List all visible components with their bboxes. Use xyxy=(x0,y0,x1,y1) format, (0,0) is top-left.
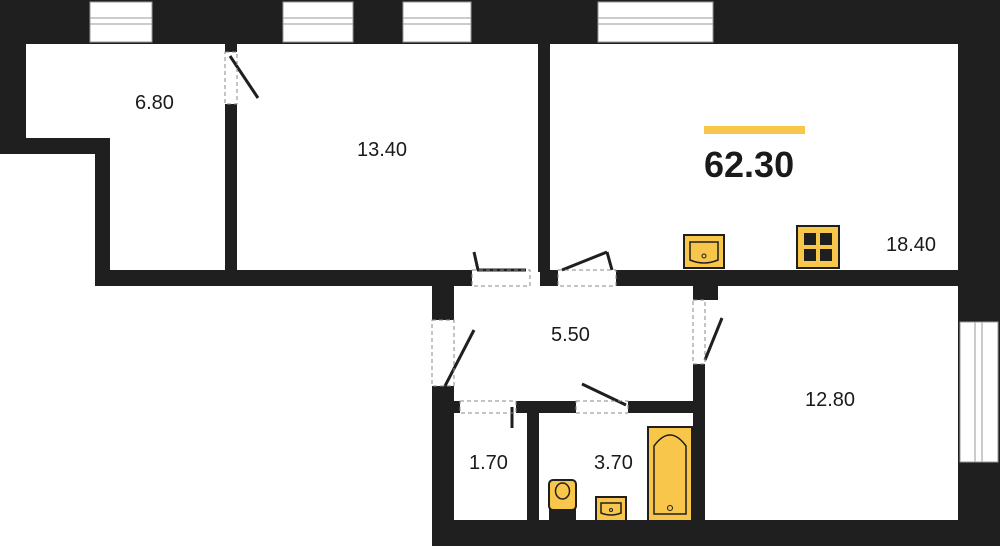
room-area-label: 3.70 xyxy=(594,452,633,474)
room-area-label: 12.80 xyxy=(805,389,855,411)
window-lines xyxy=(90,17,983,462)
room-area-label: 5.50 xyxy=(551,324,590,346)
room-area-label: 6.80 xyxy=(135,92,174,114)
kitchen-sink-icon xyxy=(683,234,725,269)
room-area-label: 13.40 xyxy=(357,139,407,161)
bathroom-sink-icon xyxy=(595,496,627,522)
room-area-label: 1.70 xyxy=(469,452,508,474)
windows xyxy=(89,1,999,463)
total-area: 62.30 xyxy=(704,144,794,185)
bathtub-icon xyxy=(647,426,693,522)
toilet-icon xyxy=(548,479,577,521)
stove-icon xyxy=(796,225,840,269)
accent-bar xyxy=(704,126,805,134)
room-area-label: 18.40 xyxy=(886,234,936,256)
doors xyxy=(224,51,724,428)
